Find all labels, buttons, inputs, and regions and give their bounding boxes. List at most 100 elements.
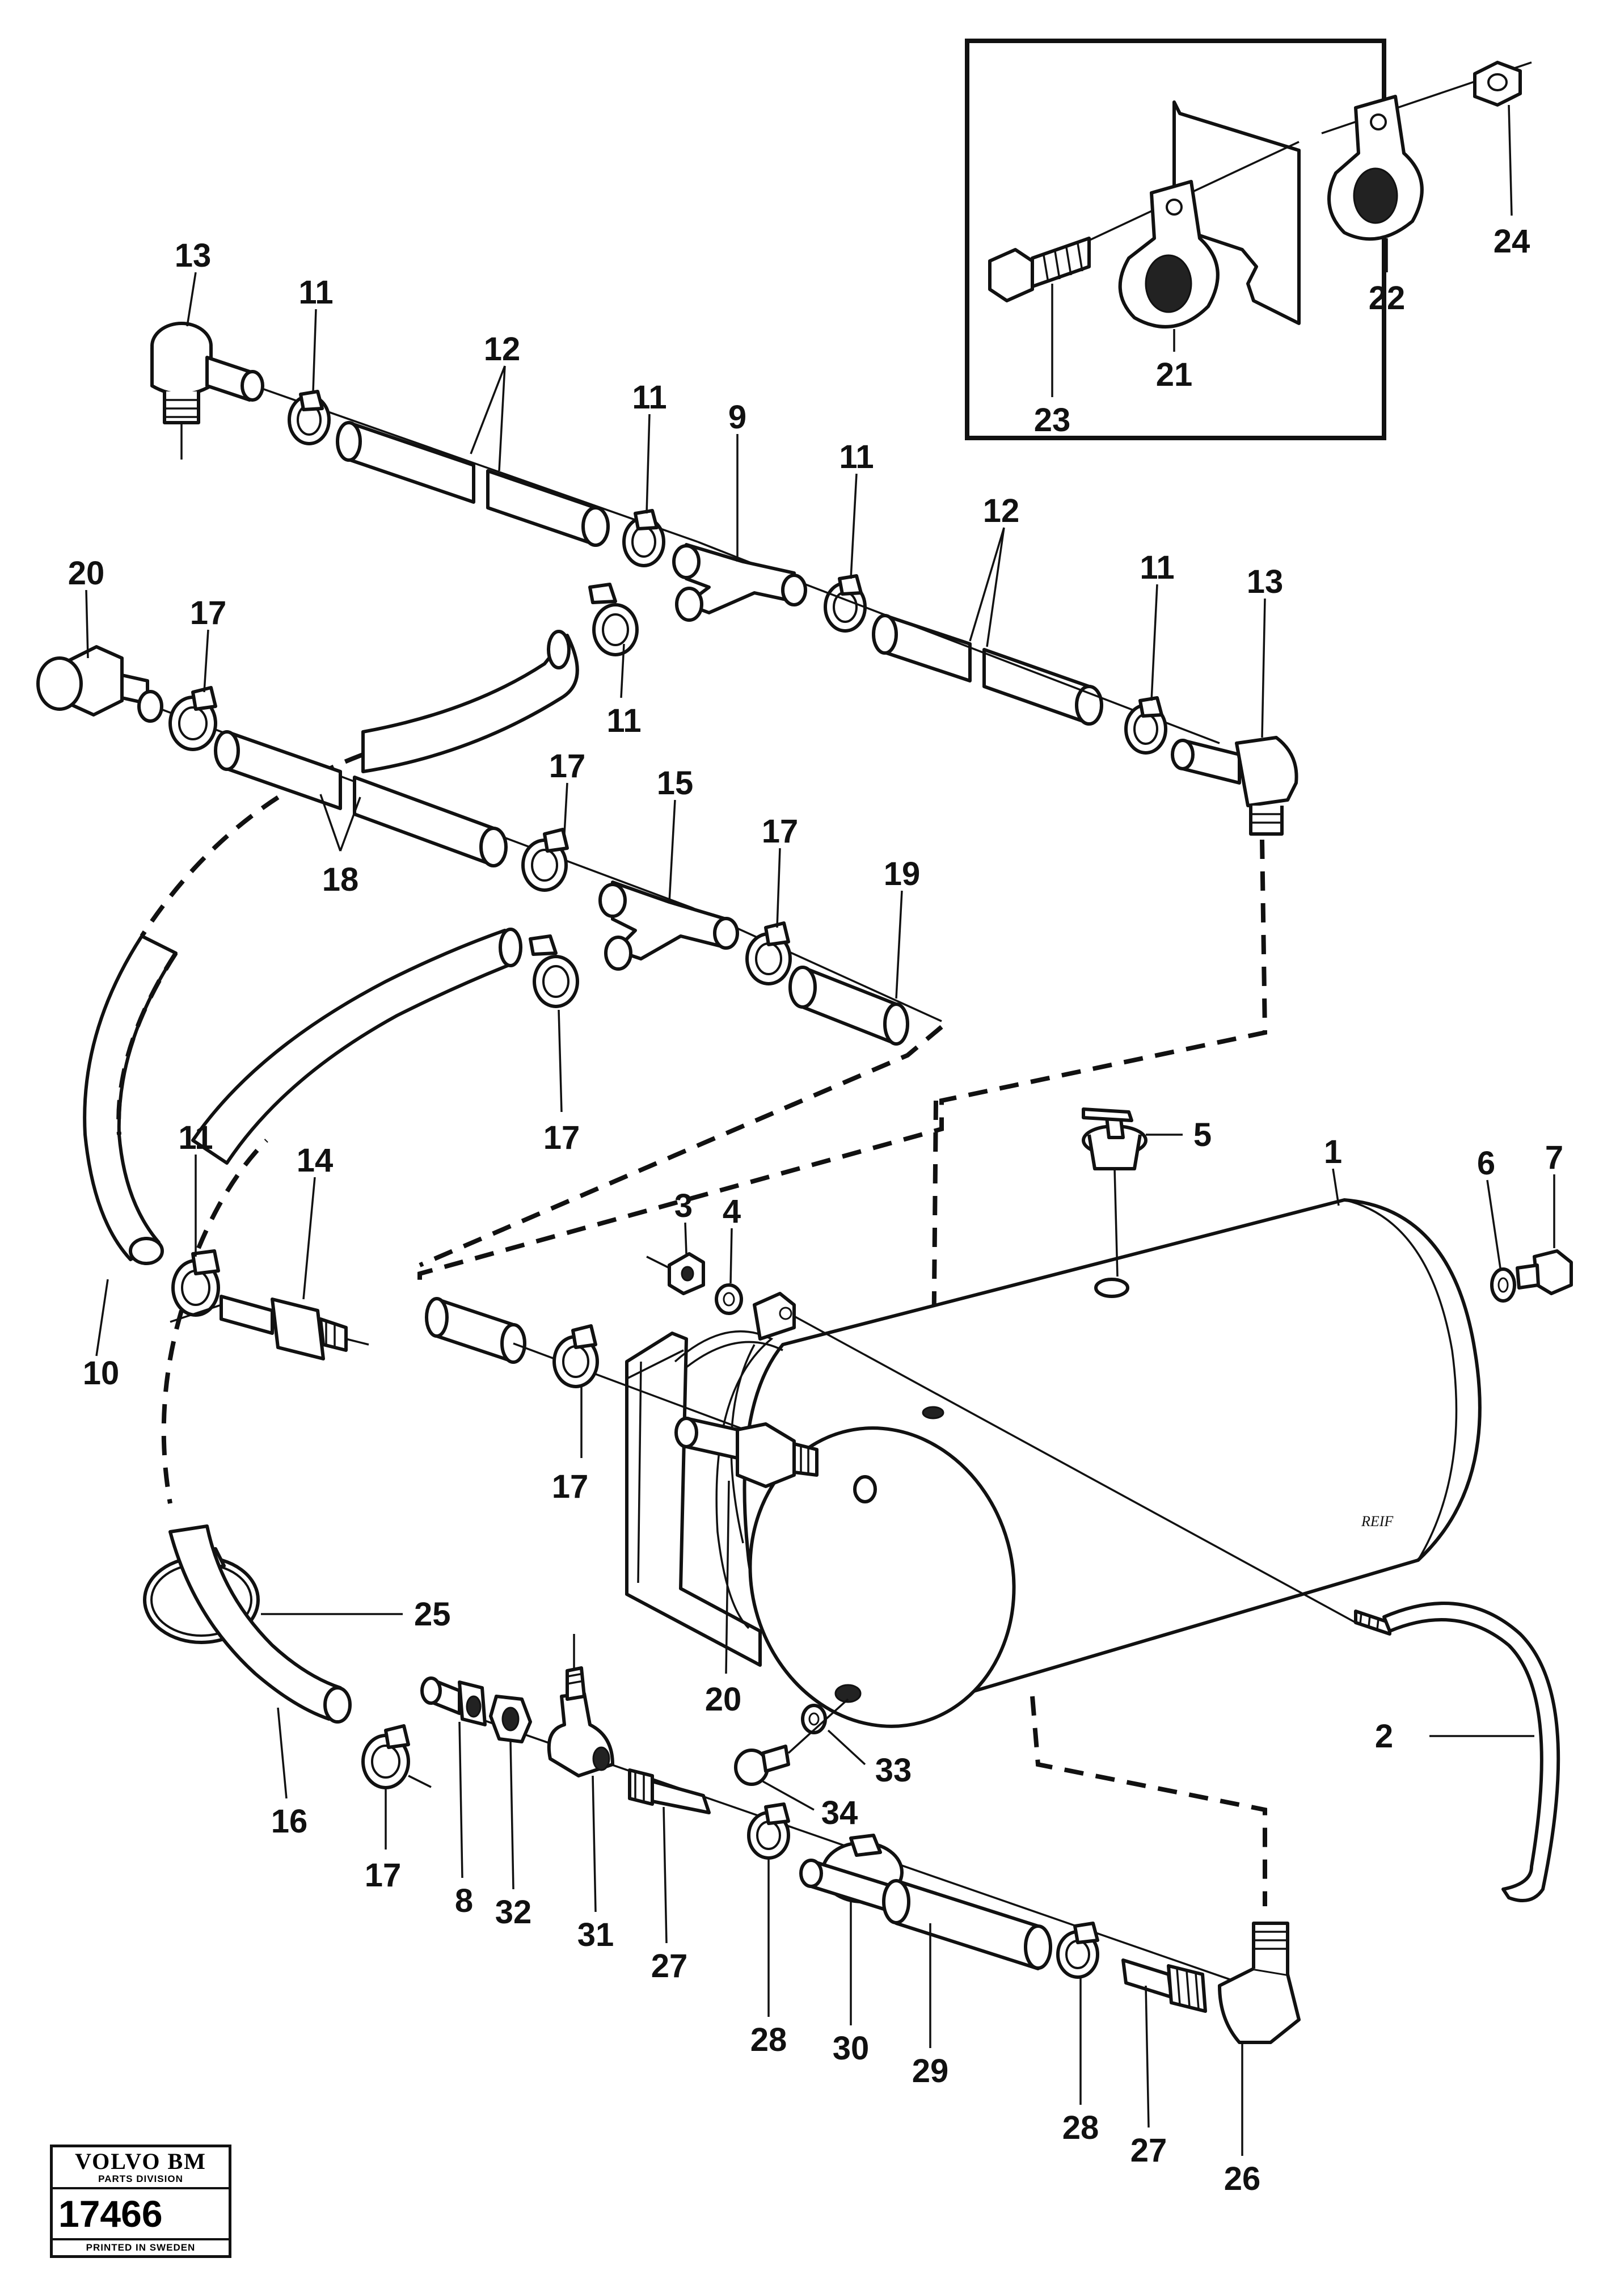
top-pipe-assembly <box>150 272 1298 836</box>
label-part-22: 22 <box>1369 280 1406 317</box>
tank-marking: REIF <box>1361 1513 1394 1530</box>
hose-from-tee-15 <box>191 929 512 1165</box>
label-part-6: 6 <box>1477 1145 1495 1182</box>
label-part-3: 3 <box>674 1187 693 1224</box>
tee-31 <box>547 1634 614 1777</box>
tank-inlet-assembly <box>425 1297 819 1674</box>
label-part-19: 19 <box>884 856 921 892</box>
hose-clamp-17-e <box>361 1724 410 1789</box>
hose-clamp-28-a <box>747 1802 790 1860</box>
drawing-stamp: VOLVO BM PARTS DIVISION 17466 PRINTED IN… <box>50 2145 231 2258</box>
label-part-17-b: 17 <box>549 748 586 785</box>
label-part-20-b: 20 <box>705 1681 742 1718</box>
bottom-pipe-assembly <box>420 1634 1301 2156</box>
label-part-11-d: 11 <box>1140 549 1174 586</box>
label-part-14: 14 <box>297 1142 334 1179</box>
label-part-18: 18 <box>322 861 359 898</box>
clamp-30 <box>799 1834 904 1916</box>
label-part-21: 21 <box>1156 356 1193 393</box>
hose-clamp-17-b <box>521 828 569 892</box>
adapter-27-a <box>628 1768 711 1814</box>
hose-clamp-17-f <box>552 1324 599 1388</box>
nut-24 <box>1473 61 1522 107</box>
label-part-30: 30 <box>833 2030 870 2067</box>
label-part-29: 29 <box>912 2053 949 2089</box>
label-part-27-a: 27 <box>651 1948 688 1985</box>
label-part-17-d: 17 <box>543 1119 580 1156</box>
label-part-12-a: 12 <box>484 331 521 368</box>
nipple-8 <box>420 1676 487 1726</box>
part-labels: 1 2 3 4 5 6 7 8 9 10 11 11 11 11 11 11 1… <box>68 223 1563 2197</box>
label-part-4: 4 <box>723 1193 741 1230</box>
elbow-fitting-13-left <box>150 322 264 460</box>
banjo-fitting-20-right <box>674 1417 819 1488</box>
label-part-2: 2 <box>1375 1718 1393 1755</box>
air-tank-1: REIF <box>625 1168 1482 1728</box>
hose-to-tee-9 <box>361 634 579 773</box>
label-part-11-f: 11 <box>178 1119 213 1156</box>
label-part-20-a: 20 <box>68 555 105 592</box>
elbow-fitting-26 <box>1218 1922 1301 2044</box>
label-part-17-a: 17 <box>190 595 227 631</box>
label-part-28-a: 28 <box>750 2021 787 2058</box>
label-part-11-c: 11 <box>839 439 874 475</box>
label-part-1: 1 <box>1324 1134 1342 1170</box>
label-part-8: 8 <box>455 1882 473 1919</box>
elbow-fitting-13-right <box>1171 736 1298 836</box>
stamp-brand: VOLVO BM <box>75 2148 206 2174</box>
label-part-23: 23 <box>1034 402 1071 439</box>
hose-12-a <box>347 421 475 504</box>
label-part-7: 7 <box>1545 1139 1563 1176</box>
hose-clamp-11-c <box>824 574 867 633</box>
label-part-32: 32 <box>495 1894 532 1931</box>
label-part-17-f: 17 <box>365 1857 402 1894</box>
label-part-11-b: 11 <box>632 379 666 416</box>
label-part-15: 15 <box>657 765 694 802</box>
hose-clamp-11-e <box>588 583 639 656</box>
label-part-24: 24 <box>1494 223 1530 260</box>
clamp-21 <box>1118 180 1220 328</box>
label-part-31: 31 <box>577 1916 614 1953</box>
adapter-27-b <box>1121 1958 1207 2013</box>
banjo-fitting-20-left <box>36 645 163 723</box>
adapter-14 <box>220 1295 369 1360</box>
label-part-13-a: 13 <box>175 237 212 274</box>
t-piece-9 <box>672 543 807 622</box>
hose-10 <box>83 934 178 1261</box>
label-part-26: 26 <box>1224 2160 1261 2197</box>
nut-32 <box>489 1695 532 1743</box>
tank-strap-2 <box>1354 1602 1560 1902</box>
stamp-division: PARTS DIVISION <box>53 2173 229 2189</box>
hose-clamp-11-f <box>171 1249 220 1317</box>
tank-bracket <box>625 1332 762 1667</box>
hose-12-c <box>883 614 972 683</box>
hose-clamp-17-c <box>745 921 792 985</box>
dashed-route-13-to-tank <box>417 839 1268 1288</box>
hose-clamp-11-d <box>1124 696 1167 755</box>
hose-clamp-17-d <box>529 934 579 1008</box>
label-part-10: 10 <box>83 1355 120 1392</box>
label-part-33: 33 <box>875 1752 912 1789</box>
hose-clamp-11-a <box>288 390 331 445</box>
hose-29 <box>895 1879 1040 1970</box>
label-part-13-b: 13 <box>1247 563 1284 600</box>
label-part-16: 16 <box>271 1803 308 1840</box>
label-part-25: 25 <box>414 1596 451 1633</box>
drain-fittings <box>734 1698 866 1811</box>
label-part-17-c: 17 <box>762 813 799 850</box>
label-part-27-b: 27 <box>1130 2132 1167 2169</box>
label-part-34: 34 <box>821 1794 858 1831</box>
stamp-printed: PRINTED IN SWEDEN <box>86 2242 196 2253</box>
hose-clamp-11-b <box>622 509 665 567</box>
tank-top-fittings <box>646 1107 1573 1315</box>
left-hose-assembly <box>83 934 432 1850</box>
label-part-12-b: 12 <box>983 492 1020 529</box>
stamp-drawing-number: 17466 <box>53 2189 229 2240</box>
plug-34 <box>734 1745 790 1786</box>
label-part-9: 9 <box>728 399 746 436</box>
dashed-route-tank-to-26 <box>1030 1696 1267 1906</box>
hose-18-a <box>225 730 342 810</box>
label-part-17-e: 17 <box>552 1468 589 1505</box>
hose-12-b <box>486 469 597 546</box>
